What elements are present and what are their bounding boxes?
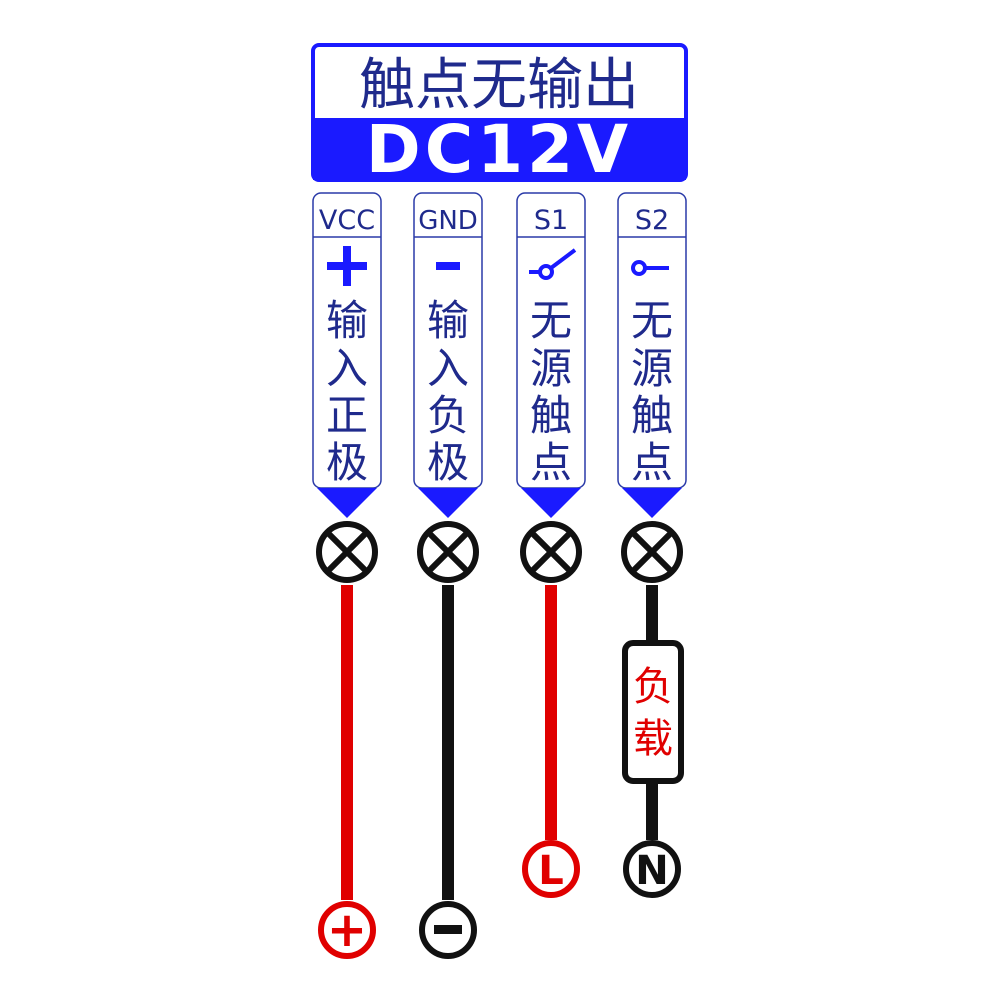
minus-icon [436,262,460,270]
end-terminal-positive: + [318,901,376,959]
terminal-code-vcc: VCC [319,205,375,236]
terminal-desc-s2-2: 源 [631,344,673,393]
header-voltage: DC12V [366,111,632,188]
end-label-live: L [538,848,564,894]
terminal-desc-s2-3: 触 [631,391,673,440]
arrow-down-icon [521,488,581,518]
terminal-desc-vcc-4: 极 [326,438,368,487]
terminal-code-s1: S1 [534,205,568,236]
terminal-code-s2: S2 [635,205,669,236]
minus-icon [434,925,462,934]
header-box: 触点无输出 DC12V [311,43,688,188]
terminal-desc-gnd-2: 入 [427,344,469,393]
screw-terminal-icon [316,521,378,583]
end-label-neutral: N [635,848,668,894]
terminal-desc-s1-2: 源 [530,344,572,393]
switch-contact-icon [631,260,669,276]
screw-terminal-icon [621,521,683,583]
load-box: 负 载 [622,640,684,784]
terminal-desc-gnd-1: 输 [427,296,469,345]
end-terminal-neutral: N [623,840,681,898]
terminal-desc-s2-4: 点 [631,438,673,487]
end-terminal-live: L [522,840,580,898]
terminal-column-s2: S2 无 源 触 点 [617,192,687,518]
end-label-positive: + [327,902,367,958]
terminal-desc-vcc-1: 输 [326,296,368,345]
screw-terminal-icon [520,521,582,583]
terminal-desc-vcc-2: 入 [326,344,368,393]
plus-icon [327,246,367,286]
terminal-desc-gnd-4: 极 [427,438,469,487]
arrow-down-icon [622,488,682,518]
terminal-column-gnd: GND 输 入 负 极 [413,192,483,518]
terminal-column-vcc: VCC 输 入 正 极 [312,192,382,518]
arrow-down-icon [418,488,478,518]
load-label-2: 载 [633,716,673,762]
header-title: 触点无输出 [359,53,639,118]
end-terminal-negative [419,901,477,959]
terminal-code-gnd: GND [418,206,478,236]
arrow-down-icon [317,488,377,518]
terminal-desc-gnd-3: 负 [427,391,469,440]
switch-open-icon [529,248,577,280]
terminal-desc-s1-4: 点 [530,438,572,487]
terminal-desc-s1-3: 触 [530,391,572,440]
screw-terminal-icon [417,521,479,583]
load-label-1: 负 [633,664,673,710]
terminal-desc-s1-1: 无 [530,296,572,345]
terminal-column-s1: S1 无 源 触 点 [516,192,586,518]
terminal-desc-vcc-3: 正 [326,391,368,440]
terminal-desc-s2-1: 无 [631,296,673,345]
